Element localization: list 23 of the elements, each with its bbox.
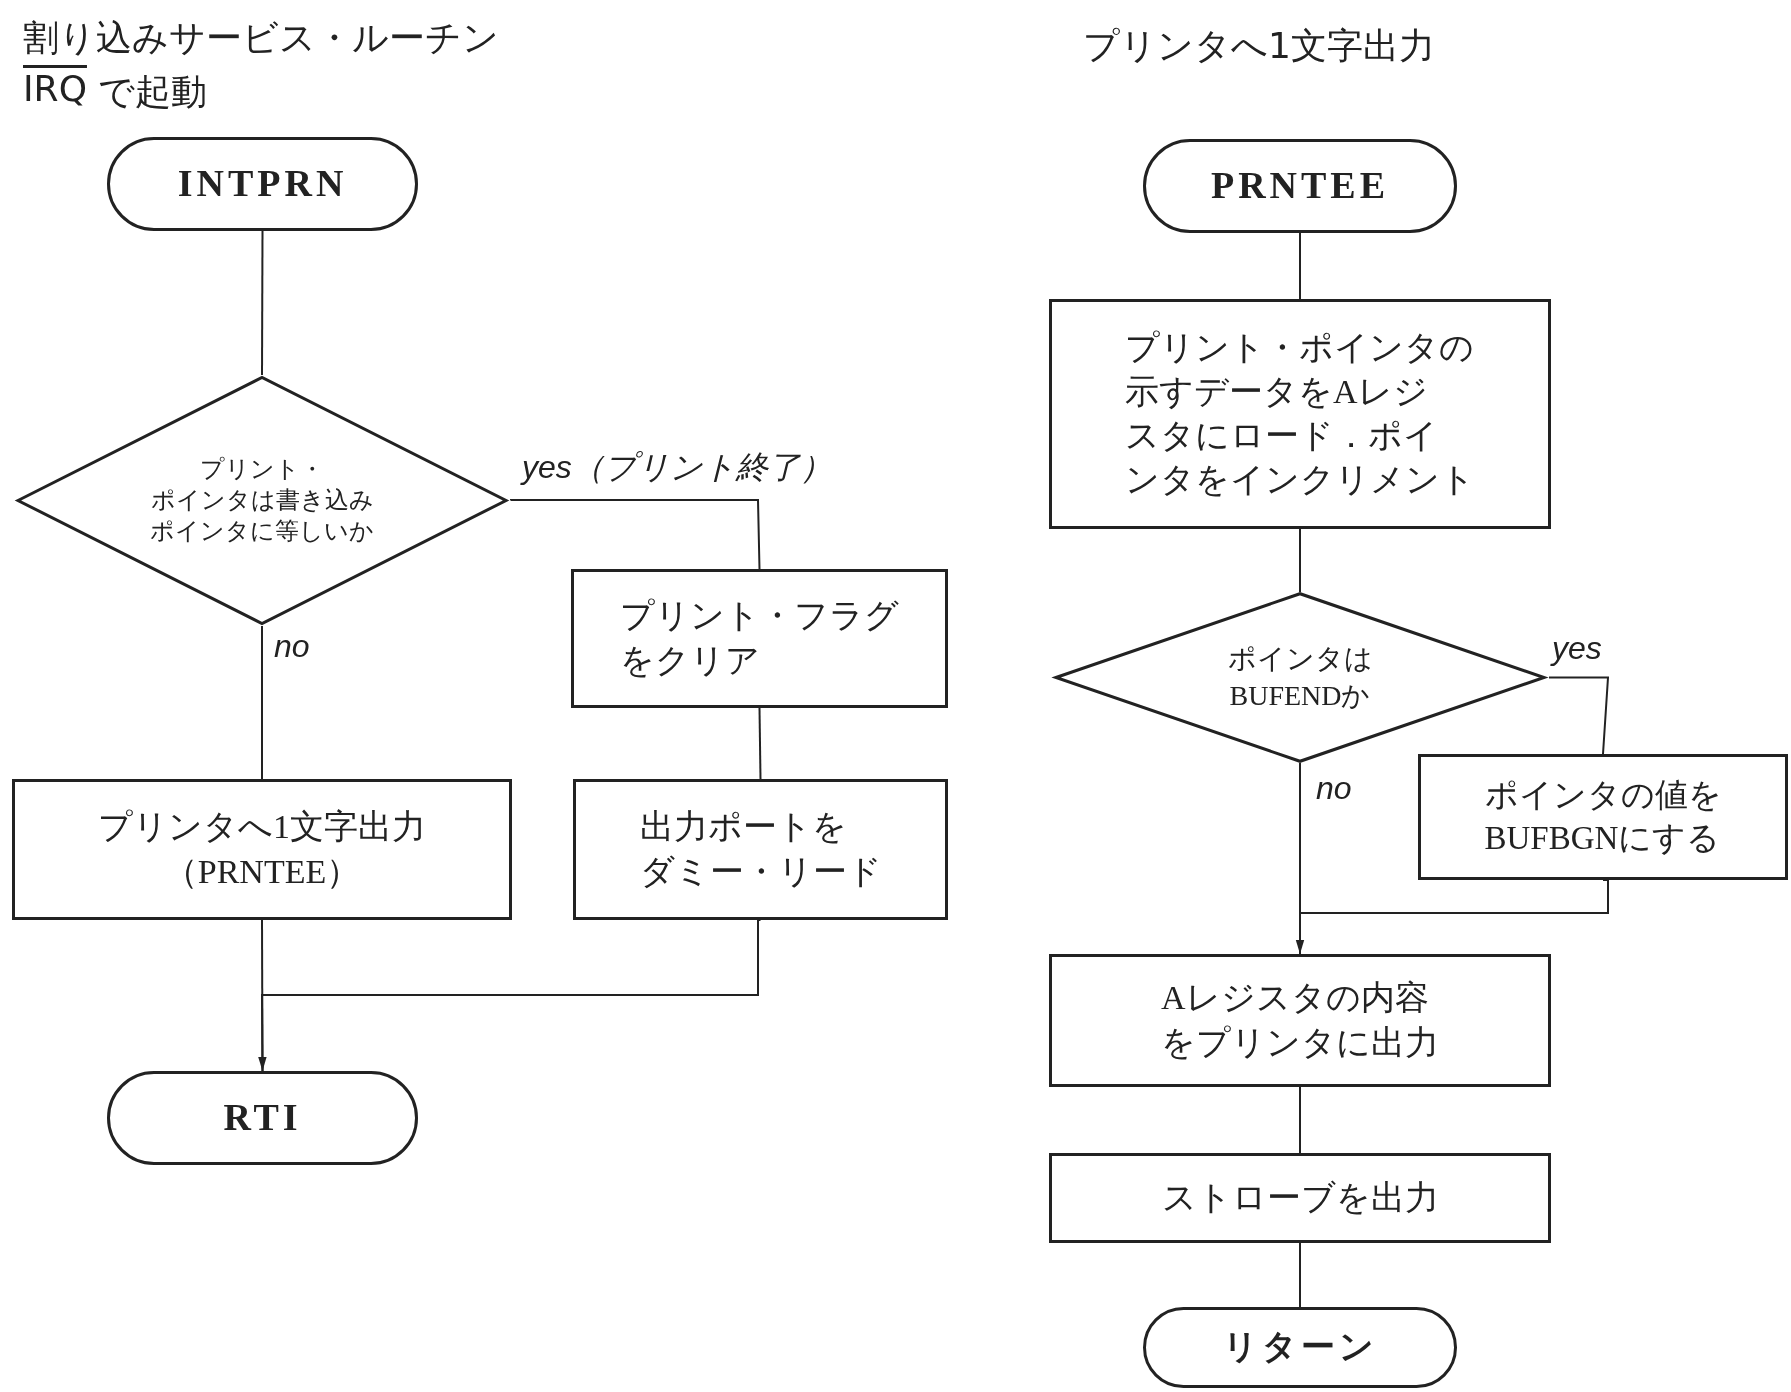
process-box: Aレジスタの内容をプリンタに出力 xyxy=(1049,954,1551,1087)
connector-line xyxy=(758,707,762,780)
terminal-shape: リターン xyxy=(1143,1307,1457,1388)
connector-line xyxy=(1299,232,1301,300)
process-box: ポインタの値をBUFBGNにする xyxy=(1418,754,1788,880)
connector-line xyxy=(1299,528,1301,593)
terminal-shape: INTPRN xyxy=(107,137,418,231)
process-box: ストローブを出力 xyxy=(1049,1153,1551,1243)
decision-diamond: プリント・ポインタは書き込みポインタに等しいか xyxy=(13,375,511,626)
connector-line xyxy=(1299,1242,1301,1308)
process-box: プリント・ポインタの示すデータをAレジスタにロード．ポインタをインクリメント xyxy=(1049,299,1551,529)
process-box: プリンタへ1文字出力（PRNTEE） xyxy=(12,779,512,920)
connector-line xyxy=(261,230,264,376)
terminal-shape: PRNTEE xyxy=(1143,139,1457,233)
connector-line xyxy=(1548,676,1610,755)
terminal-shape: RTI xyxy=(107,1071,418,1165)
decision-diamond: ポインタはBUFENDか xyxy=(1051,592,1549,763)
connector-line xyxy=(1299,1086,1301,1154)
connector-line xyxy=(510,499,761,570)
connector-line xyxy=(261,625,263,780)
process-box: 出力ポートをダミー・リード xyxy=(573,779,948,920)
connector-arrow xyxy=(258,919,762,1072)
process-box: プリント・フラグをクリア xyxy=(571,569,948,708)
